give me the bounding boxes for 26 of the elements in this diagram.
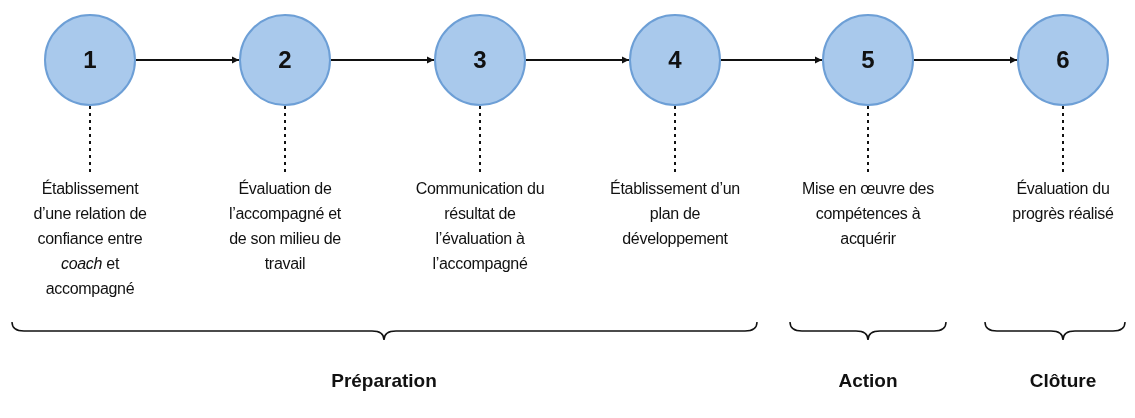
step-description: Établissement d’une relation de confiance entre coach et accompagné [24, 176, 156, 301]
phase-label: Action [837, 370, 899, 392]
arrow [525, 56, 630, 64]
step-number: 5 [861, 46, 875, 74]
arrow [720, 56, 823, 64]
step-description: Communication du résultat de l’évaluation à l’accompagné [414, 176, 546, 276]
phase-label: Clôture [1028, 370, 1098, 392]
step-description: Mise en œuvre des compétences à acquérir [802, 176, 934, 251]
step-number: 4 [668, 46, 682, 74]
arrow [330, 56, 435, 64]
phase-label: Préparation [330, 370, 438, 392]
dotted-line [1062, 105, 1064, 173]
step-description: Évaluation de l’accompagné et de son milieu de travail [219, 176, 351, 276]
step-number: 6 [1056, 46, 1070, 74]
arrow [913, 56, 1018, 64]
step-description: Évaluation du progrès réalisé [997, 176, 1129, 226]
dotted-line [479, 105, 481, 173]
step-description: Établissement d’un plan de développement [609, 176, 741, 251]
step-number: 2 [278, 46, 292, 74]
arrow [135, 56, 240, 64]
step-number: 3 [473, 46, 487, 74]
dotted-line [867, 105, 869, 173]
dotted-line [89, 105, 91, 173]
dotted-line [284, 105, 286, 173]
step-number: 1 [83, 46, 97, 74]
dotted-line [674, 105, 676, 173]
